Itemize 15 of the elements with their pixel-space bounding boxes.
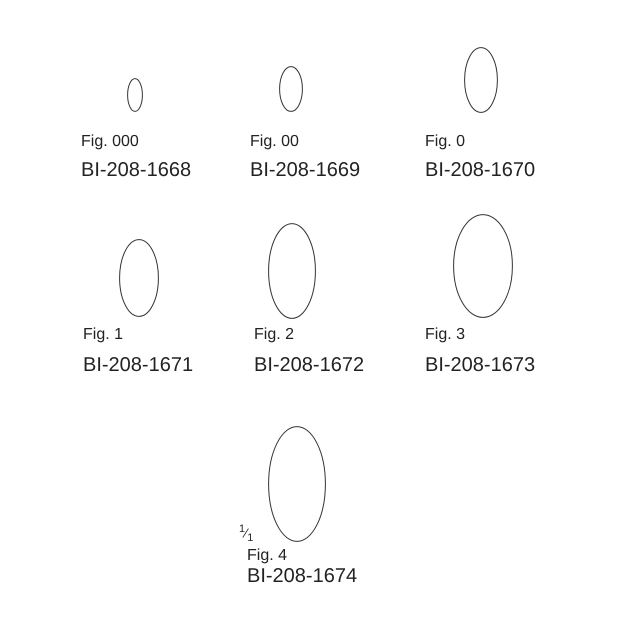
catalog-number: BI-208-1674 bbox=[247, 566, 358, 586]
figure-label: Fig. 00 bbox=[250, 134, 299, 150]
figure-label: Fig. 2 bbox=[254, 327, 294, 343]
scale-mark: $^{1}$⁄$_{1}$ bbox=[239, 524, 254, 544]
figure-label: Fig. 1 bbox=[83, 327, 124, 343]
figure-label: Fig. 0 bbox=[425, 134, 466, 150]
catalog-number: BI-208-1671 bbox=[83, 355, 194, 375]
catalog-number: BI-208-1670 bbox=[425, 160, 536, 180]
figure-label: Fig. 000 bbox=[81, 134, 139, 150]
catalog-number: BI-208-1669 bbox=[250, 160, 360, 180]
figure-label: Fig. 3 bbox=[425, 327, 466, 343]
catalog-number: BI-208-1672 bbox=[254, 355, 364, 375]
catalog-number: BI-208-1673 bbox=[425, 355, 536, 375]
catalog-number: BI-208-1668 bbox=[81, 160, 192, 180]
figure-label: Fig. 4 bbox=[247, 548, 288, 564]
